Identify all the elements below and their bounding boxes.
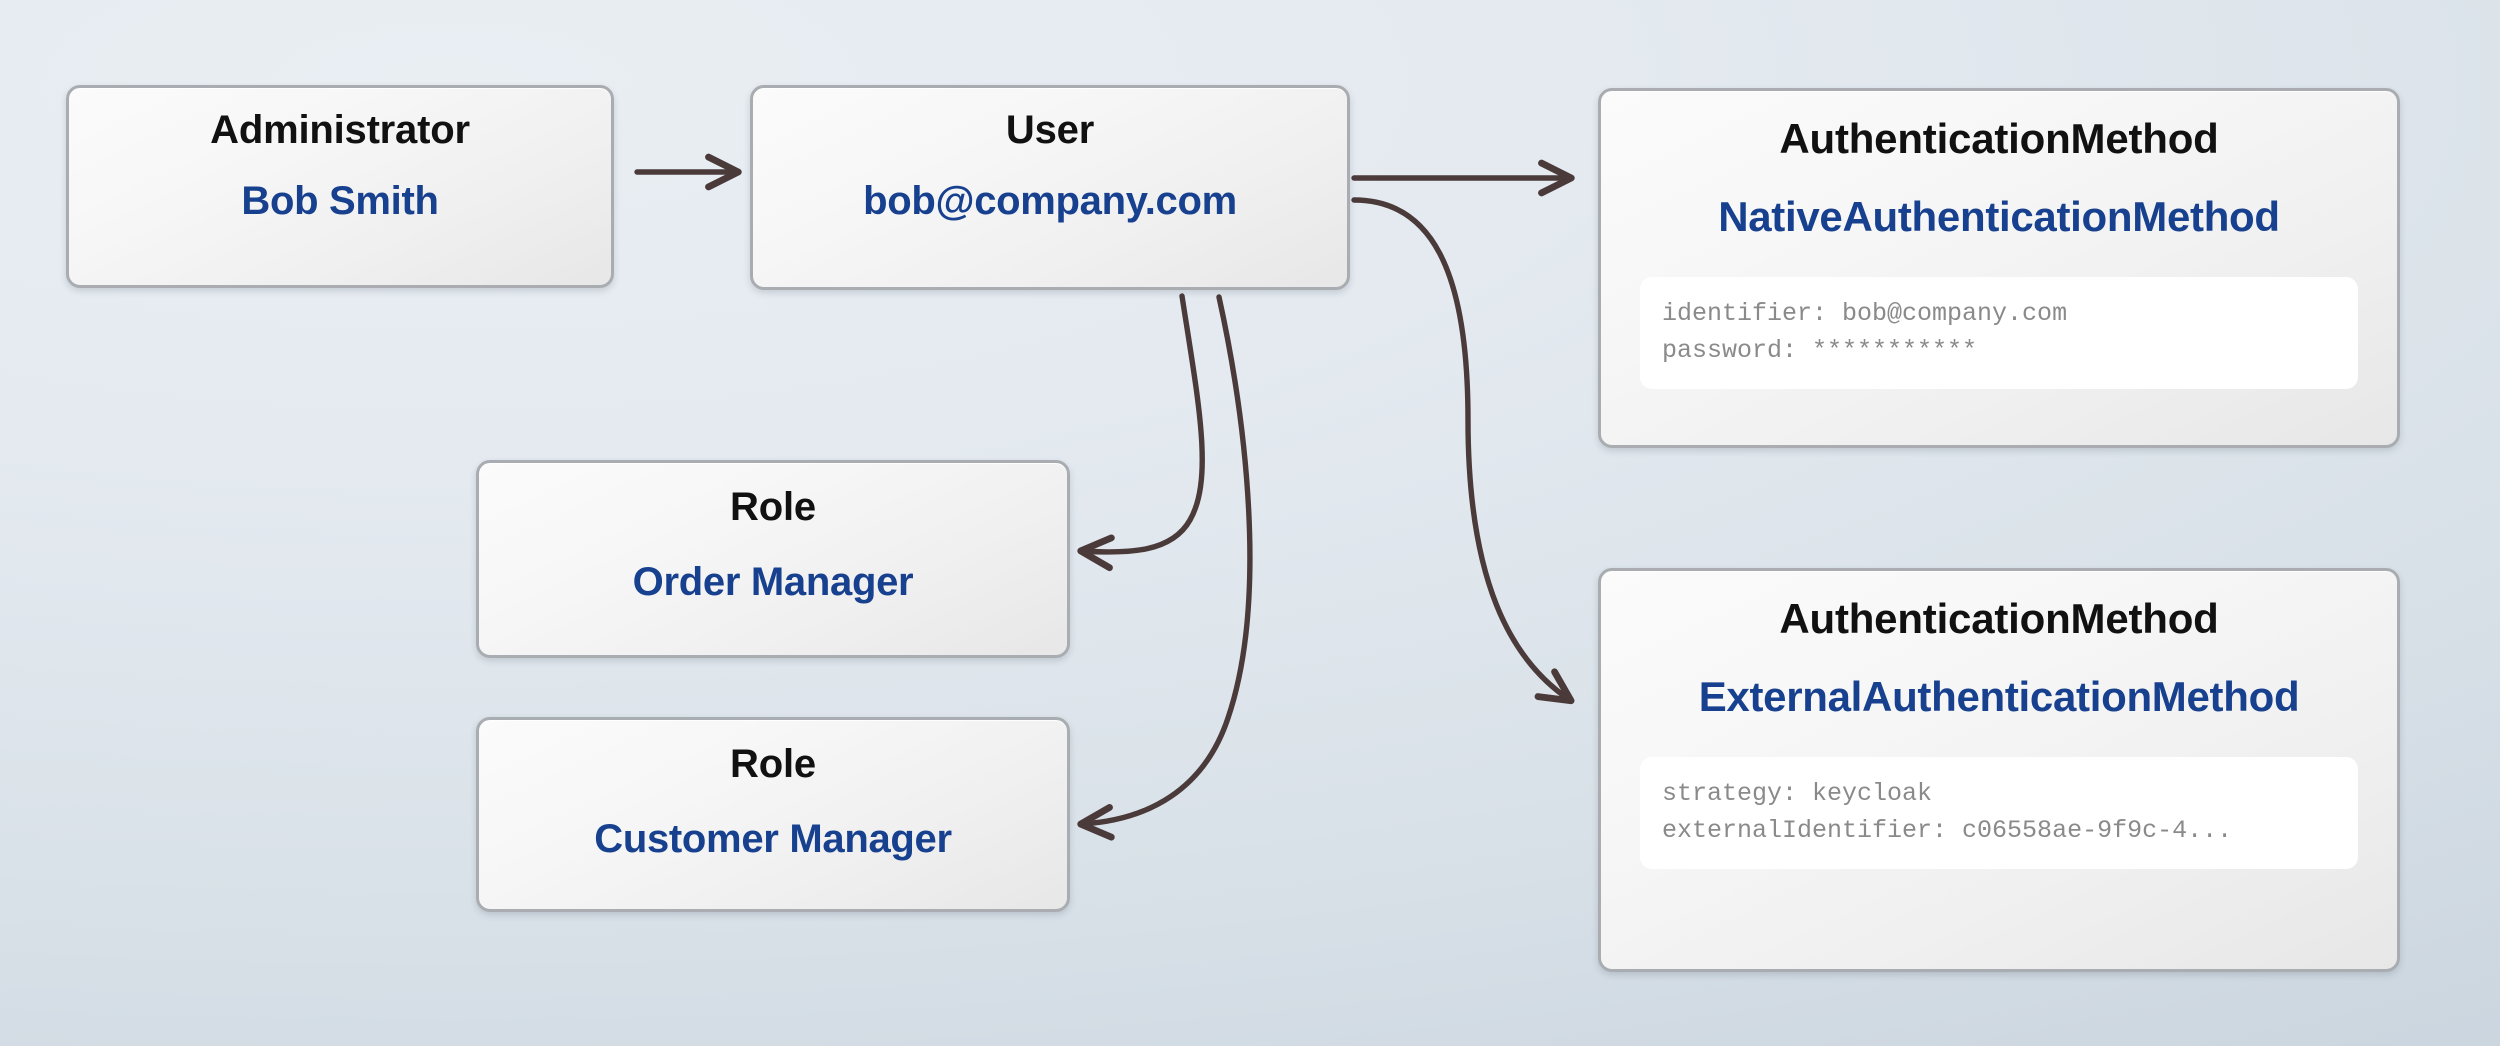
node-auth-external-title: ExternalAuthenticationMethod [1698,673,2300,720]
node-administrator-type: Administrator [210,108,470,152]
detail-identifier: identifier: bob@company.com [1662,299,2068,328]
node-role-customer-type: Role [730,742,816,786]
node-role-customer-title: Customer Manager [594,817,952,861]
detail-external-identifier: externalIdentifier: c06558ae-9f9c-4... [1662,816,2233,845]
node-auth-native-details: identifier: bob@company.com password: **… [1640,277,2358,389]
node-user[interactable]: User bob@company.com [750,85,1350,290]
node-role-order-manager[interactable]: Role Order Manager [476,460,1070,658]
edge-user-to-role-customer [1077,294,1253,841]
edge-user-to-role-order [1077,293,1205,572]
node-auth-native-title: NativeAuthenticationMethod [1718,193,2280,240]
edge-user-to-auth-external [1351,197,1575,705]
node-authentication-method-native[interactable]: AuthenticationMethod NativeAuthenticatio… [1598,88,2400,448]
node-role-order-title: Order Manager [632,560,914,604]
node-administrator[interactable]: Administrator Bob Smith [66,85,614,288]
node-role-customer-manager[interactable]: Role Customer Manager [476,717,1070,912]
detail-password: password: *********** [1662,336,1978,365]
detail-strategy: strategy: keycloak [1662,779,1933,808]
node-user-type: User [1005,108,1095,152]
node-auth-native-type: AuthenticationMethod [1779,115,2219,162]
node-auth-external-type: AuthenticationMethod [1779,595,2219,642]
node-administrator-title: Bob Smith [241,179,439,223]
node-role-order-type: Role [730,485,816,529]
node-auth-external-details: strategy: keycloak externalIdentifier: c… [1640,757,2358,869]
node-authentication-method-external[interactable]: AuthenticationMethod ExternalAuthenticat… [1598,568,2400,972]
node-user-title: bob@company.com [863,179,1237,223]
